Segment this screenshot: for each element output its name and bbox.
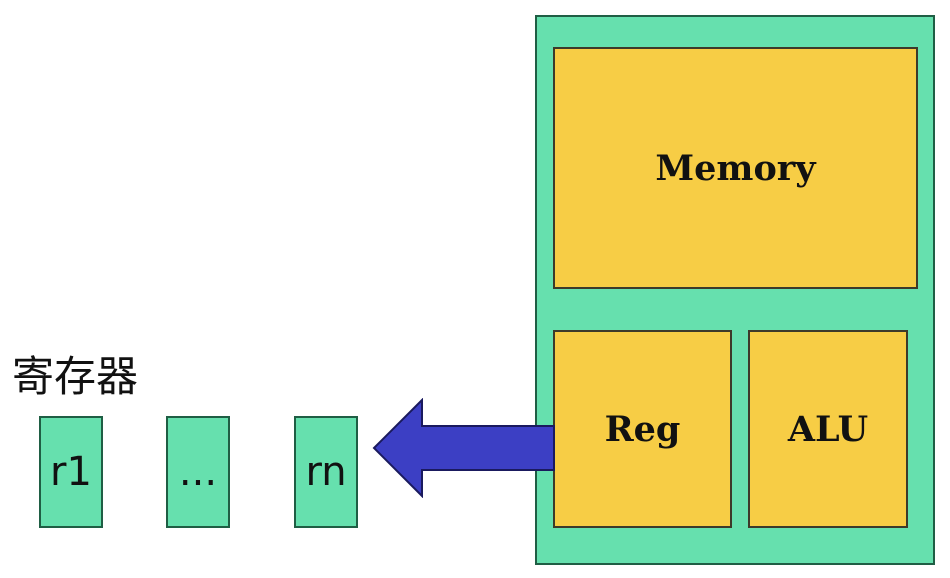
register-ellipsis: ... bbox=[166, 416, 230, 528]
register-rn: rn bbox=[294, 416, 358, 528]
reg-block: Reg bbox=[553, 330, 732, 528]
register-ellipsis-label: ... bbox=[178, 449, 218, 495]
register-r1: r1 bbox=[39, 416, 103, 528]
memory-label: Memory bbox=[655, 147, 816, 189]
reg-label: Reg bbox=[604, 408, 681, 450]
alu-label: ALU bbox=[787, 408, 869, 450]
registers-title: 寄存器 bbox=[12, 352, 139, 401]
register-r1-label: r1 bbox=[50, 449, 92, 495]
register-rn-label: rn bbox=[305, 449, 347, 495]
memory-block: Memory bbox=[553, 47, 918, 289]
alu-block: ALU bbox=[748, 330, 908, 528]
left-arrow-icon bbox=[372, 398, 555, 498]
